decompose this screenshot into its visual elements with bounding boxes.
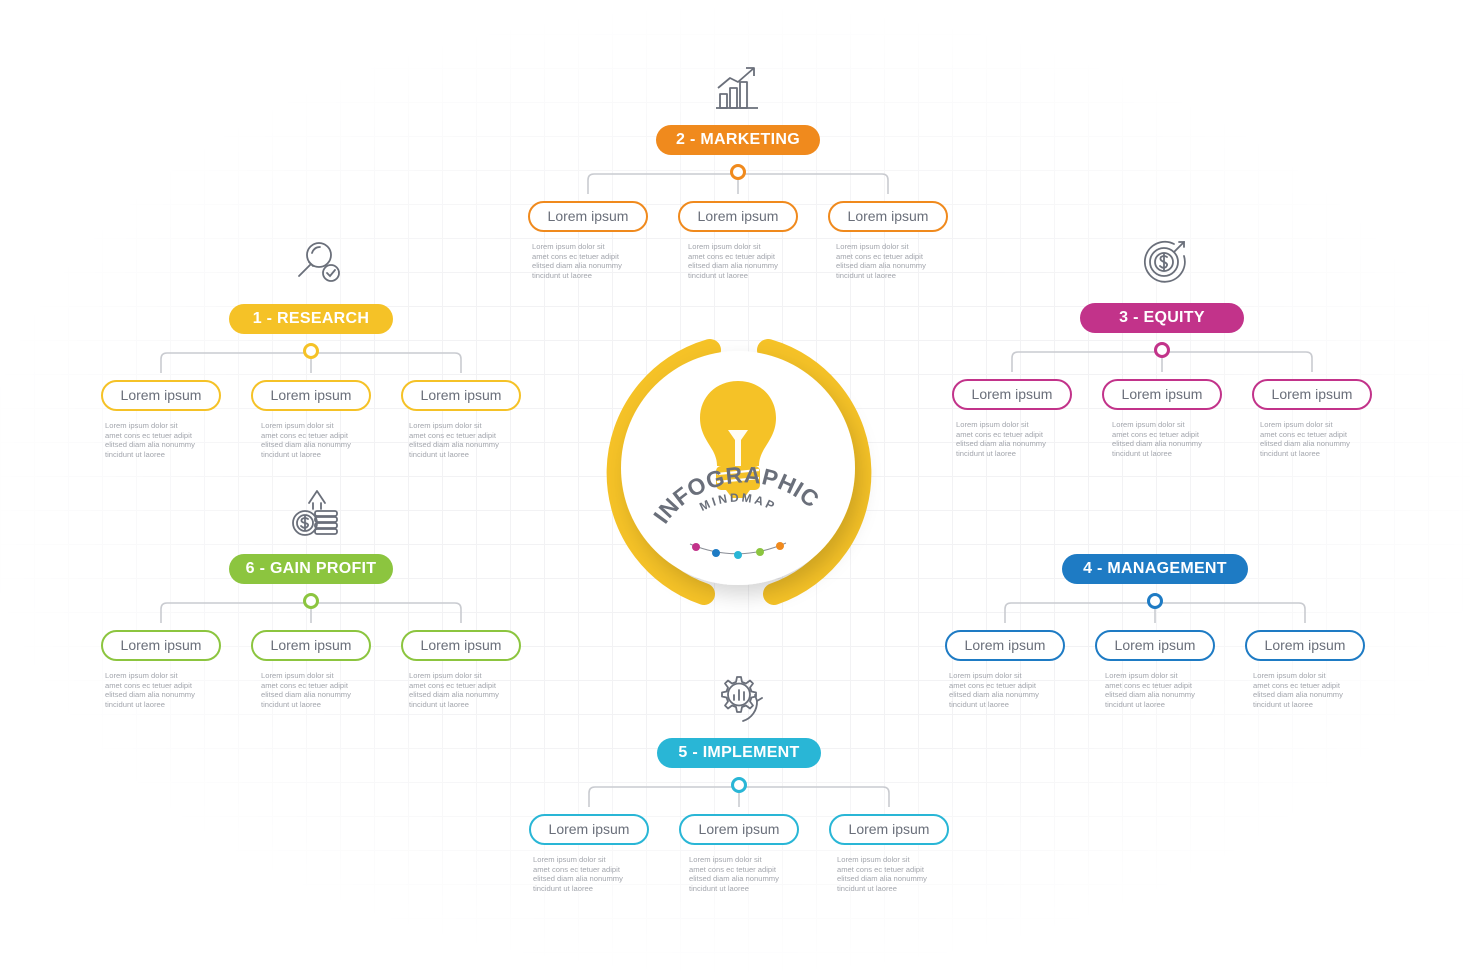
branch-node-research bbox=[303, 343, 319, 359]
hub-dot bbox=[692, 543, 700, 551]
branch-node-equity bbox=[1154, 342, 1170, 358]
lightbulb-icon bbox=[700, 381, 776, 498]
growth-chart-icon bbox=[710, 60, 766, 116]
branch-title-management: 4 - MANAGEMENT bbox=[1062, 554, 1248, 584]
hub-dot bbox=[712, 549, 720, 557]
hub-graphic: MINDMAP INFOGRAPHIC bbox=[606, 339, 872, 605]
branch-node-management bbox=[1147, 593, 1163, 609]
item-pill: Lorem ipsum bbox=[1245, 630, 1365, 661]
gear-chart-icon bbox=[711, 671, 767, 727]
item-pill: Lorem ipsum bbox=[528, 201, 648, 232]
branch-node-marketing bbox=[730, 164, 746, 180]
branch-title-equity: 3 - EQUITY bbox=[1080, 303, 1244, 333]
item-pill: Lorem ipsum bbox=[945, 630, 1065, 661]
branch-marketing: 2 - MARKETING Lorem ipsum Lorem ipsum Lo… bbox=[518, 58, 958, 280]
item-pill: Lorem ipsum bbox=[101, 630, 221, 661]
branch-management: 4 - MANAGEMENT Lorem ipsum Lorem ipsum L… bbox=[935, 487, 1375, 709]
item-pill: Lorem ipsum bbox=[101, 380, 221, 411]
branch-title-marketing: 2 - MARKETING bbox=[656, 125, 820, 155]
item-pill: Lorem ipsum bbox=[679, 814, 799, 845]
branch-title-research: 1 - RESEARCH bbox=[229, 304, 393, 334]
branch-implement: 5 - IMPLEMENT Lorem ipsum Lorem ipsum Lo… bbox=[519, 671, 959, 893]
dollar-target-icon bbox=[1138, 234, 1194, 290]
branch-node-gain-profit bbox=[303, 593, 319, 609]
hub-arc-left bbox=[606, 339, 721, 605]
branch-gain-profit: 6 - GAIN PROFIT Lorem ipsum Lorem ipsum … bbox=[91, 485, 531, 709]
branch-title-implement: 5 - IMPLEMENT bbox=[657, 738, 821, 768]
hub-dot bbox=[776, 542, 784, 550]
branch-node-implement bbox=[731, 777, 747, 793]
branch-research: 1 - RESEARCH Lorem ipsum Lorem ipsum Lor… bbox=[91, 235, 531, 459]
item-pill: Lorem ipsum bbox=[529, 814, 649, 845]
item-pill: Lorem ipsum bbox=[401, 630, 521, 661]
item-pill: Lorem ipsum bbox=[401, 380, 521, 411]
hub-arc-right bbox=[757, 339, 872, 605]
item-pill: Lorem ipsum bbox=[678, 201, 798, 232]
item-pill: Lorem ipsum bbox=[829, 814, 949, 845]
hub-dot bbox=[756, 548, 764, 556]
branch-equity: 3 - EQUITY Lorem ipsum Lorem ipsum Lorem… bbox=[942, 234, 1382, 458]
hub-dot bbox=[734, 551, 742, 559]
branch-title-gain-profit: 6 - GAIN PROFIT bbox=[229, 554, 393, 584]
hub-dots bbox=[689, 542, 787, 559]
item-pill: Lorem ipsum bbox=[1102, 379, 1222, 410]
item-pill: Lorem ipsum bbox=[1252, 379, 1372, 410]
coins-arrow-icon bbox=[285, 485, 341, 541]
item-pill: Lorem ipsum bbox=[952, 379, 1072, 410]
item-pill: Lorem ipsum bbox=[251, 630, 371, 661]
item-pill: Lorem ipsum bbox=[251, 380, 371, 411]
magnifier-check-icon bbox=[291, 235, 347, 291]
item-pill: Lorem ipsum bbox=[828, 201, 948, 232]
center-hub: MINDMAP INFOGRAPHIC bbox=[588, 326, 888, 626]
item-pill: Lorem ipsum bbox=[1095, 630, 1215, 661]
